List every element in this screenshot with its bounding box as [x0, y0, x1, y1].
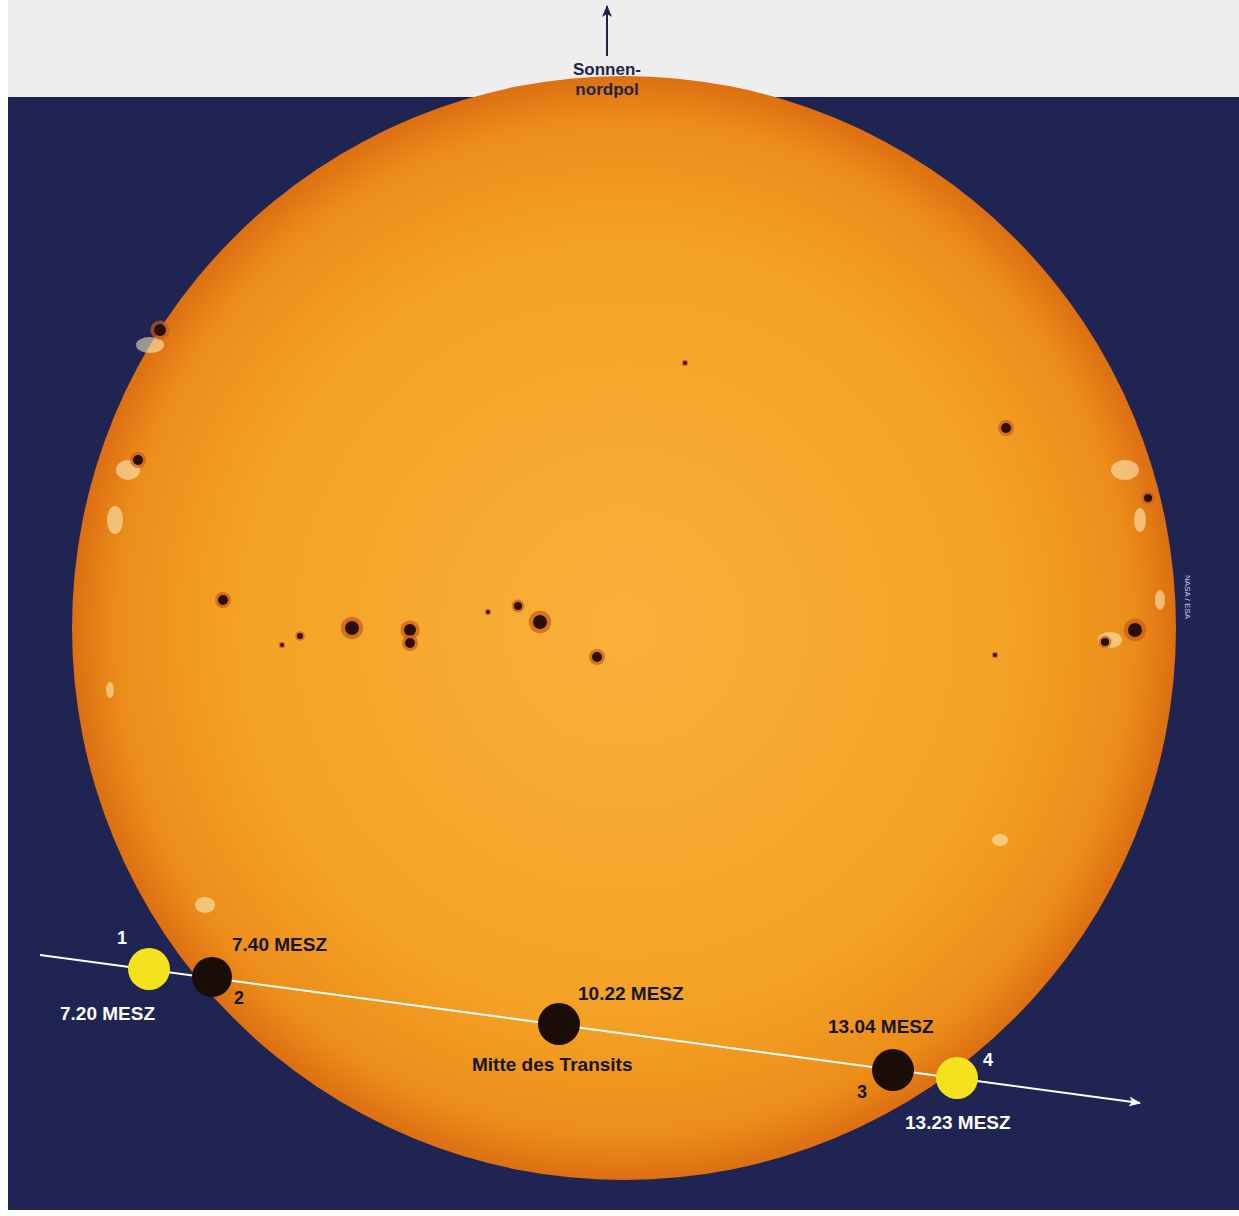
sunspot: [341, 617, 363, 639]
umbra: [993, 653, 997, 657]
penumbra: [215, 592, 231, 608]
penumbra: [529, 611, 551, 633]
umbra: [1001, 423, 1011, 433]
credit-watermark: NASA / ESA: [1182, 575, 1191, 619]
venus-contact-1: [128, 948, 170, 990]
umbra: [405, 638, 415, 648]
umbra: [404, 624, 416, 636]
sunspot: [485, 609, 491, 615]
penumbra: [1142, 492, 1155, 505]
facula: [106, 682, 114, 698]
facula: [195, 897, 215, 913]
transit-path: [40, 955, 1140, 1103]
penumbra: [1124, 619, 1146, 641]
venus-contact-3: [872, 1049, 914, 1091]
sunspot: [402, 635, 418, 651]
umbra: [218, 595, 228, 605]
sunspot: [130, 452, 146, 468]
faculae: [106, 337, 1165, 913]
sunspot: [998, 420, 1014, 436]
penumbra: [150, 320, 169, 339]
penumbra: [130, 452, 146, 468]
mid-transit-label: Mitte des Transits: [472, 1054, 633, 1076]
penumbra: [512, 600, 525, 613]
sunspot: [589, 649, 605, 665]
facula: [992, 834, 1008, 846]
sunspot: [295, 631, 305, 641]
time-label: 13.23 MESZ: [905, 1112, 1011, 1134]
sunspot: [150, 320, 169, 339]
umbra: [514, 602, 522, 610]
penumbra: [295, 631, 305, 641]
north-pole-arrow: [606, 6, 608, 56]
facula: [1155, 590, 1165, 610]
umbra: [345, 621, 359, 635]
sunspot: [279, 642, 285, 648]
contact-number: 4: [983, 1050, 993, 1071]
umbra: [297, 633, 303, 639]
umbra: [533, 615, 547, 629]
umbra: [280, 643, 284, 647]
penumbra: [998, 420, 1014, 436]
umbra: [1144, 494, 1152, 502]
time-label: 7.40 MESZ: [232, 934, 327, 956]
umbra: [1101, 638, 1109, 646]
time-label: 13.04 MESZ: [828, 1016, 934, 1038]
facula: [107, 506, 123, 534]
facula: [1098, 632, 1122, 648]
contact-number: 1: [117, 928, 127, 949]
umbra: [592, 652, 602, 662]
penumbra: [279, 642, 285, 648]
penumbra: [589, 649, 605, 665]
sunspot: [215, 592, 231, 608]
sunspot: [1142, 492, 1155, 505]
venus-contact-4: [936, 1057, 978, 1099]
pole-label: Sonnen- nordpol: [562, 60, 652, 99]
sunspot: [529, 611, 551, 633]
facula: [1134, 508, 1146, 532]
penumbra: [485, 609, 491, 615]
time-label: 7.20 MESZ: [60, 1003, 155, 1025]
umbra: [1128, 623, 1142, 637]
penumbra: [682, 360, 688, 366]
sunspot: [682, 360, 688, 366]
venus-contact-2: [192, 957, 232, 997]
sunspot: [512, 600, 525, 613]
penumbra: [402, 635, 418, 651]
umbra: [154, 324, 166, 336]
sunspot: [992, 652, 998, 658]
facula: [1111, 460, 1139, 480]
umbra: [133, 455, 143, 465]
contact-number: 2: [234, 988, 244, 1009]
penumbra: [992, 652, 998, 658]
venus-mid-transit: [538, 1003, 580, 1045]
penumbra: [341, 617, 363, 639]
time-label: 10.22 MESZ: [578, 983, 684, 1005]
contact-number: 3: [857, 1082, 867, 1103]
umbra: [486, 610, 490, 614]
sun-disc: [72, 76, 1176, 1180]
penumbra: [1099, 636, 1112, 649]
sunspots: [130, 320, 1154, 665]
sunspot: [1099, 636, 1112, 649]
sunspot: [1124, 619, 1146, 641]
umbra: [683, 361, 687, 365]
